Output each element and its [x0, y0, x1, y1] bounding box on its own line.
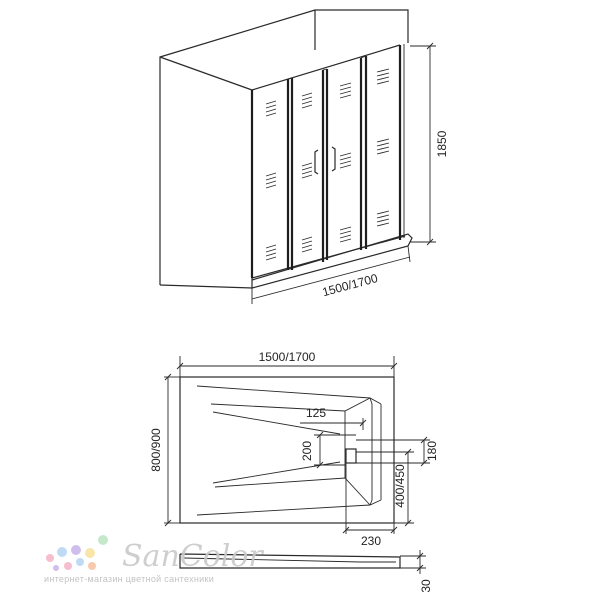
tick [342, 526, 350, 534]
cap-2 [322, 68, 328, 71]
watermark: SanColor интернет-магазин цветной сантех… [44, 535, 264, 584]
height-dimension [410, 42, 436, 246]
tick [404, 448, 412, 456]
width-label: 1500/1700 [321, 271, 380, 299]
plan-view: 1500/1700 800/900 125 200 180 400/4 [149, 350, 439, 548]
tick [420, 459, 428, 467]
elevation-view: 1850 1500/1700 [159, 9, 449, 304]
watermark-dot [76, 558, 84, 566]
watermark-dot [85, 548, 95, 558]
tick [164, 373, 172, 381]
cap-3 [360, 55, 367, 59]
side-view: 30 [179, 550, 433, 593]
width-dimension [251, 245, 411, 304]
plan-depth-label: 800/900 [149, 428, 163, 472]
door-handle-left [314, 149, 319, 175]
watermark-dot [53, 565, 59, 571]
watermark-dot [98, 535, 108, 545]
tray-inner-bottom [214, 477, 371, 506]
tick [390, 526, 398, 534]
watermark-brand: SanColor [122, 539, 264, 574]
height-label: 1850 [435, 130, 449, 157]
tray-crease-1 [212, 411, 341, 435]
tick [316, 431, 324, 439]
tick [416, 552, 424, 560]
cap-1 [287, 77, 293, 80]
front-wall-outline [159, 90, 253, 289]
dim-180-label: 180 [425, 441, 439, 461]
dim-125-label: 125 [306, 406, 326, 420]
back-wall-outline [159, 9, 409, 285]
tick [176, 362, 184, 370]
tray-inner-top [210, 397, 371, 412]
tick [420, 436, 428, 444]
watermark-tagline: интернет-магазин цветной сантехники [44, 574, 214, 584]
tick [316, 461, 324, 469]
plan-width-label: 1500/1700 [259, 350, 316, 364]
door-handle-right [331, 146, 336, 172]
tick [416, 564, 424, 572]
tray-inner-step [369, 397, 373, 506]
door-top-rail [251, 44, 401, 91]
tick [390, 362, 398, 370]
tray-outline [179, 376, 395, 524]
dim-200-label: 200 [300, 441, 314, 461]
watermark-dot [57, 547, 67, 557]
tray-slope-top [196, 385, 382, 405]
floor-tray [251, 233, 413, 289]
tick [164, 519, 172, 527]
tray-slope-bottom [196, 499, 382, 516]
tick [404, 519, 412, 527]
wall-top-front-edge [159, 56, 253, 91]
drain [345, 448, 357, 464]
side-height-label: 30 [419, 579, 433, 593]
glass-decor-marks [265, 68, 390, 261]
watermark-dot [64, 562, 72, 570]
watermark-dot [71, 545, 81, 555]
watermark-dot [46, 554, 54, 562]
watermark-logo-dots [46, 535, 108, 571]
watermark-dot [88, 562, 96, 570]
dim-400-label: 400/450 [393, 464, 407, 508]
tray-side-inner [183, 557, 396, 563]
tray-crease-2 [212, 461, 341, 484]
door-bottom-rail [251, 235, 406, 279]
dim-230-label: 230 [361, 534, 381, 548]
